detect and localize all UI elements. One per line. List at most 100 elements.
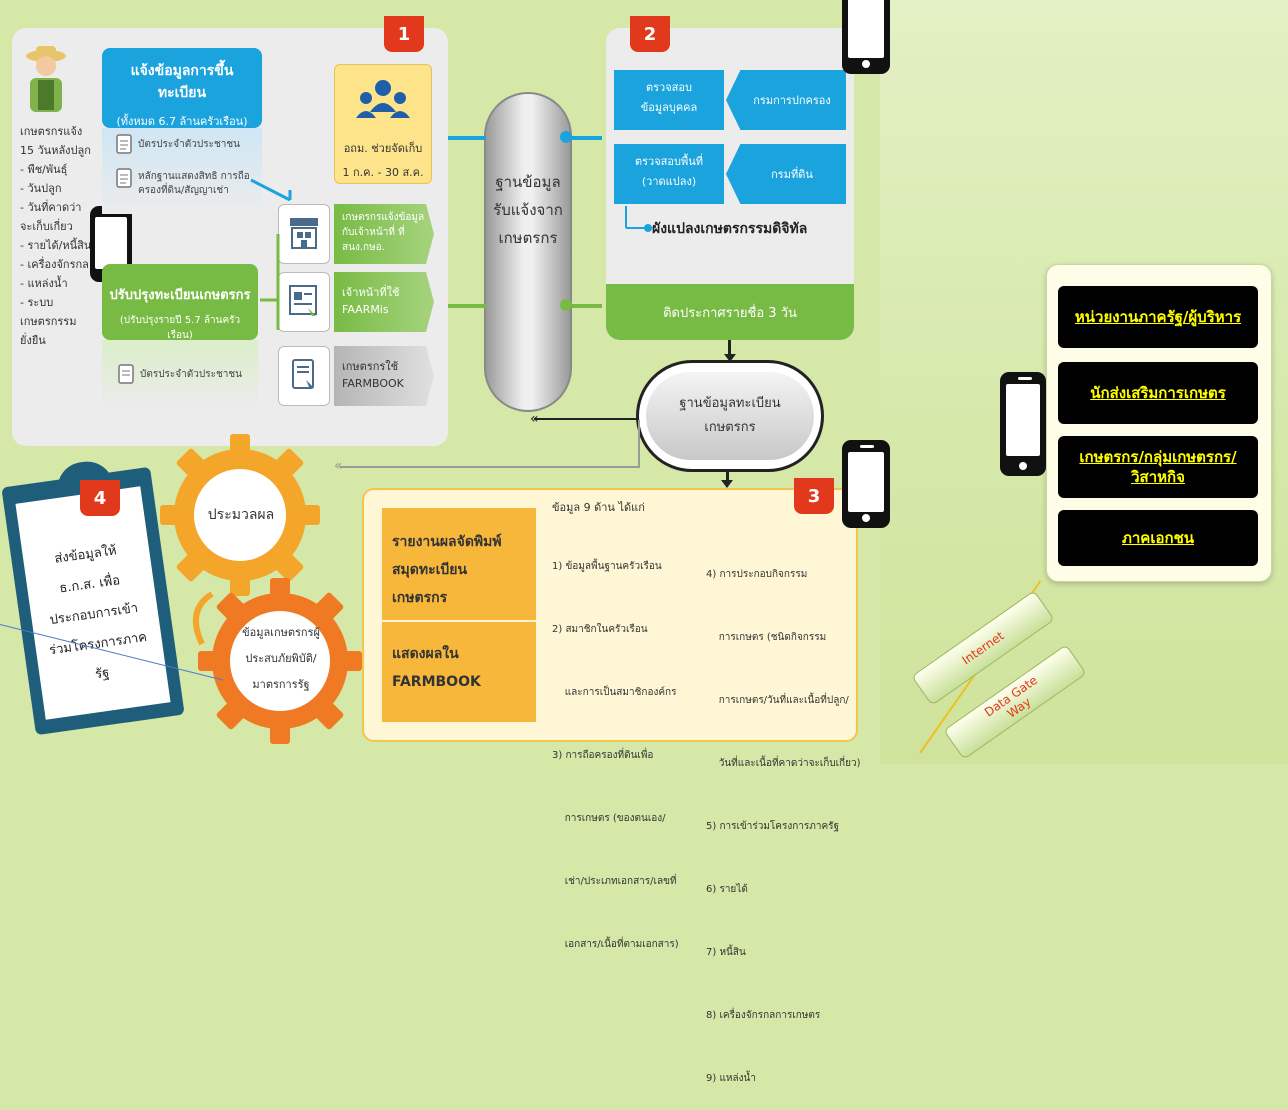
farmer-line: - แหล่งน้ำ [20,277,68,290]
announce-text: ติดประกาศรายชื่อ 3 วัน [663,305,797,321]
data-item: 2) สมาชิกในครัวเรือน [552,624,648,635]
arrow-down-2 [726,472,729,484]
audience-government-button[interactable]: หน่วยงานภาครัฐ/ผู้บริหาร [1058,286,1258,348]
clipboard-text: ส่งข้อมูลให้ ธ.ก.ส. เพื่อประกอบการเข้าร่… [48,543,148,683]
arrow-down-head-2 [721,480,733,488]
update-register-box: ปรับปรุงทะเบียนเกษตรกร (ปรับปรุงรายปี 5.… [102,264,258,341]
register-db-inner [646,372,814,460]
channel-3-text: เกษตรกรใช้ FARMBOOK [342,360,404,390]
audience-label: ภาคเอกชน [1122,529,1194,547]
farmbook-box: แสดงผลใน FARMBOOK [382,622,536,722]
audience-extension-button[interactable]: นักส่งเสริมการเกษตร [1058,362,1258,424]
farmer-line: - วันที่คาดว่า [20,201,82,214]
farmer-line: ยั่งยืน [20,334,46,347]
audience-label: หน่วยงานภาครัฐ/ผู้บริหาร [1074,308,1242,326]
doc-land-rights: หลักฐานแสดงสิทธิ การถือครองที่ดิน/สัญญาเ… [138,171,250,196]
farmer-line: เกษตรกรแจ้ง [20,125,83,138]
arrow-green-to-db [448,304,486,308]
register-db-label: ฐานข้อมูลทะเบียนเกษตรกร [679,396,781,435]
data-item: การเกษตร (ของตนเอง/ [552,813,666,824]
document-icon [116,134,132,154]
step-1-badge: 1 [384,16,424,52]
channel-2: เจ้าหน้าที่ใช้ FAARMis [278,272,434,334]
curved-arrow-icon [192,591,214,646]
farmer-line: - วันปลูก [20,182,62,195]
announce-bar: ติดประกาศรายชื่อ 3 วัน [606,284,854,340]
farmer-icon [26,46,66,112]
data-item: การเกษตร (ชนิดกิจกรรม [706,632,827,643]
data-col-2: 4) การประกอบกิจกรรม การเกษตร (ชนิดกิจกรร… [706,522,860,1110]
doc-id-card-2: บัตรประจำตัวประชาชน [140,369,243,380]
arrow-down-head [724,354,736,362]
data-item: เช่า/ประเภทเอกสาร/เลขที่ [552,876,677,887]
data-item: 5) การเข้าร่วมโครงการภาครัฐ [706,821,840,832]
data-item: การเกษตร/วันที่และเนื้อที่ปลูก/ [706,695,849,706]
arrow-blue-to-db [448,136,486,140]
audience-private-button[interactable]: ภาคเอกชน [1058,510,1258,566]
mobile-phone-icon [1000,372,1046,476]
gear-icon [198,578,362,744]
arrow-left-line-3 [638,420,640,468]
channel-1-text: เกษตรกรแจ้งข้อมูลกับเจ้าหน้าที่ ที่ สนง.… [342,212,425,253]
form-screen-icon [289,285,317,316]
farmer-line: 15 วันหลังปลูก [20,144,91,157]
process-label: ประมวลผล [207,507,275,523]
arrow-green-to-s2 [572,304,602,308]
audience-farmers-button[interactable]: เกษตรกร/กลุ่มเกษตรกร/วิสาหกิจ [1058,436,1258,498]
document-icon [116,168,132,188]
data-item: 7) หนี้สิน [706,947,746,958]
register-info-box: แจ้งข้อมูลการขึ้นทะเบียน (ทั้งหมด 6.7 ล้… [102,48,262,128]
data-item: 3) การถือครองที่ดินเพื่อ [552,750,654,761]
data-intro: ข้อมูล 9 ด้าน ได้แก่ [552,501,645,514]
dept-land-box: กรมที่ดิน [726,144,846,204]
receive-db-label: ฐานข้อมูลรับแจ้งจากเกษตรกร [493,173,563,247]
report-title: รายงานผลจัดพิมพ์สมุดทะเบียนเกษตรกร [392,534,502,606]
update-title: ปรับปรุงทะเบียนเกษตรกร [109,288,251,303]
farmer-line: - ระบบ [20,296,54,309]
data-item: 6) รายได้ [706,884,748,895]
dot-connector [560,131,572,143]
arrow-down [728,340,731,358]
mobile-phone-icon [842,440,890,528]
audience-label: นักส่งเสริมการเกษตร [1090,384,1226,402]
step-4-badge: 4 [80,480,120,516]
volunteer-text: อถม. ช่วยจัดเก็บ [343,142,423,155]
people-group-icon [356,80,410,118]
arrow-left-head-2: « [334,458,343,474]
check-person-box: ตรวจสอบข้อมูลบุคคล [614,70,724,130]
arrow-left-line [534,418,638,420]
update-subtitle: (ปรับปรุงรายปี 5.7 ล้านครัวเรือน) [119,315,241,341]
office-building-icon [290,218,318,249]
gear-text: ข้อมูลเกษตรกรผู้ประสบภัยพิบัติ/มาตรการรั… [242,626,320,691]
farmer-description: เกษตรกรแจ้ง 15 วันหลังปลูก - พืช/พันธุ์ … [20,122,100,350]
doc-id-card: บัตรประจำตัวประชาชน [138,139,241,150]
data-item: 1) ข้อมูลพื้นฐานครัวเรือน [552,561,662,572]
step-3-badge: 3 [794,478,834,514]
channel-3: เกษตรกรใช้ FARMBOOK [278,346,434,408]
farmer-line: จะเก็บเกี่ยว [20,220,73,233]
farmer-line: - พืช/พันธุ์ [20,163,68,176]
connector-lines [250,178,292,330]
dot-connector [560,299,572,311]
audience-label: เกษตรกร/กลุ่มเกษตรกร/วิสาหกิจ [1079,448,1237,486]
dept-land-text: กรมที่ดิน [771,168,813,181]
data-item: 9) แหล่งน้ำ [706,1073,756,1084]
arrow-left-line-2 [340,466,640,468]
volunteer-date: 1 ก.ค. - 30 ส.ค. [342,166,424,179]
digital-map-text: ผังแปลงเกษตรกรรมดิจิทัล [652,221,808,237]
data-item: และการเป็นสมาชิกองค์กร [552,687,677,698]
tablet-icon [292,359,314,389]
check-area-box: ตรวจสอบพื้นที่ (วาดแปลง) [614,144,724,204]
channel-2-text: เจ้าหน้าที่ใช้ FAARMis [342,286,400,316]
data-item: เอกสาร/เนื้อที่ตามเอกสาร) [552,939,679,950]
report-box: รายงานผลจัดพิมพ์สมุดทะเบียนเกษตรกร [382,508,536,620]
dept-admin-text: กรมการปกครอง [753,94,831,107]
step-2-badge: 2 [630,16,670,52]
dept-admin-box: กรมการปกครอง [726,70,846,130]
farmer-line: - รายได้/หนี้สิน [20,239,92,252]
mobile-phone-icon [842,0,890,74]
farmbook-title: แสดงผลใน FARMBOOK [392,646,481,690]
channel-1: เกษตรกรแจ้งข้อมูลกับเจ้าหน้าที่ ที่ สนง.… [278,204,434,266]
farmer-line: เกษตรกรรม [20,315,77,328]
register-subtitle: (ทั้งหมด 6.7 ล้านครัวเรือน) [116,115,248,128]
